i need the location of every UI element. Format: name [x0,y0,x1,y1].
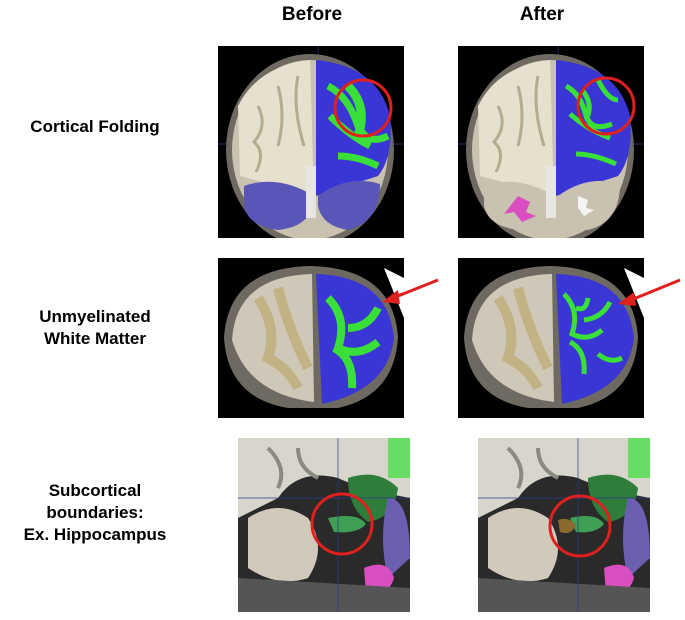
row-label-cortical-folding: Cortical Folding [30,117,160,136]
row-label-unmyelinated-white-matter: Unmyelinated White Matter [39,307,151,348]
panel-white-matter-after [458,258,644,418]
highlight-circle [576,76,636,136]
row-label-subcortical-boundaries: Subcortical boundaries: Ex. Hippocampus [23,481,167,544]
brain-mri-coronal-image [464,266,644,408]
panel-cortical-after [458,46,644,238]
highlight-arrow-tail-before [387,278,439,302]
panel-cortical-before [218,46,404,238]
highlight-circle [310,492,374,556]
brain-mri-zoomed-image [478,438,650,612]
highlight-arrow-head [382,290,400,304]
brain-mri-zoomed-image [238,438,410,612]
highlight-arrow-tail-after [625,278,681,304]
brain-mri-coronal-image [218,46,404,238]
highlight-circle [548,494,612,558]
column-header-after: After [519,4,565,25]
panel-white-matter-before [218,258,404,418]
highlight-circle [333,78,393,138]
brain-mri-coronal-image [458,46,644,238]
panel-hippocampus-after [478,438,650,612]
brain-mri-coronal-image [224,266,404,408]
column-header-before: Before [281,4,343,25]
highlight-arrow-head [618,292,636,306]
panel-hippocampus-before [238,438,410,612]
